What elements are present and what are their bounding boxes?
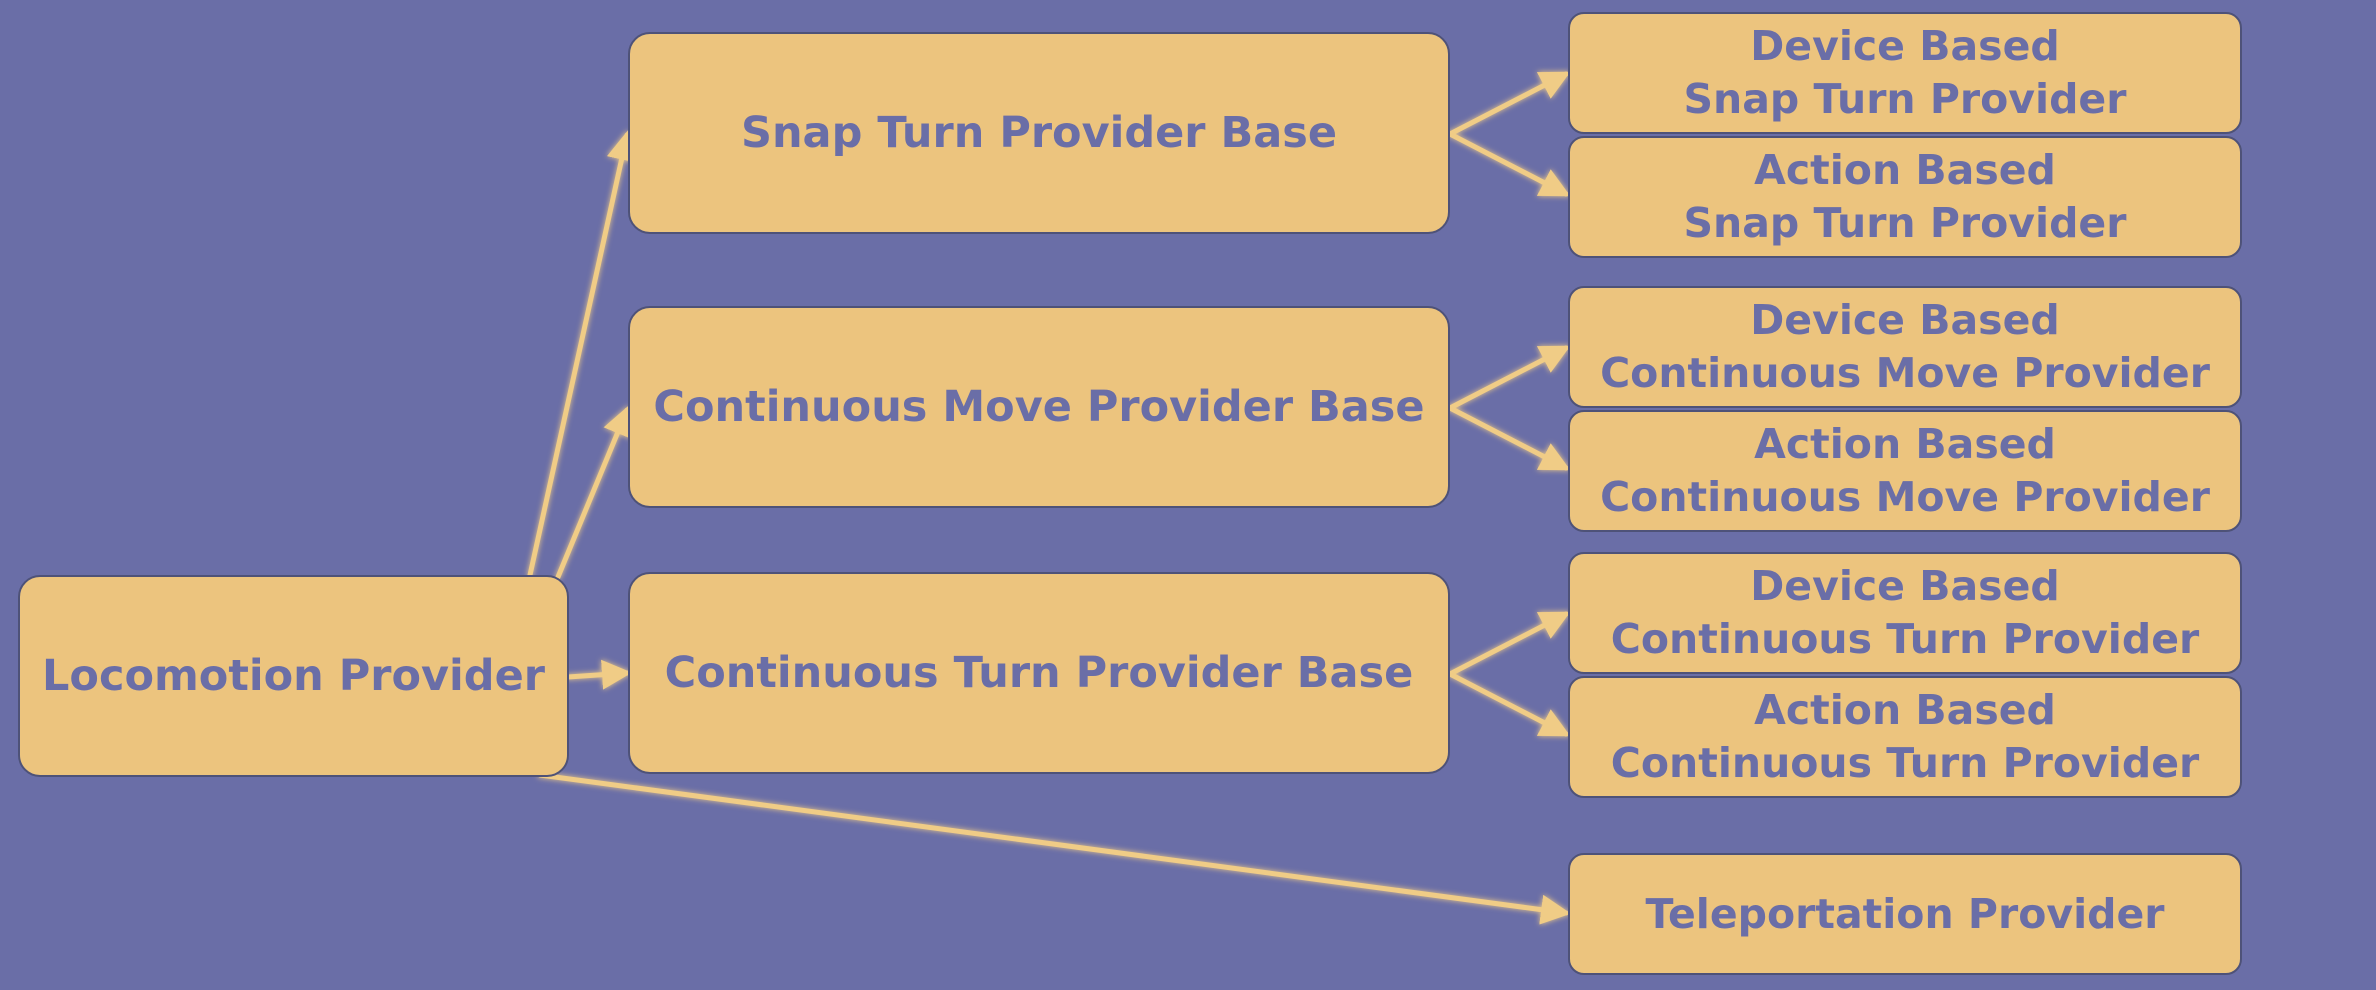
action-based-continuous-turn-line1: Action Based: [1754, 686, 2056, 734]
action-based-continuous-move-provider-box: Action Based Continuous Move Provider: [1568, 410, 2242, 532]
action-based-continuous-move-line2: Continuous Move Provider: [1600, 473, 2210, 521]
device-based-snap-turn-line1: Device Based: [1750, 22, 2060, 70]
arrow-snap-base-to-action-snap: [1447, 131, 1571, 197]
device-based-continuous-move-line1: Device Based: [1750, 296, 2060, 344]
device-based-continuous-move-line2: Continuous Move Provider: [1600, 349, 2210, 397]
snap-turn-provider-base-label: Snap Turn Provider Base: [740, 107, 1338, 158]
teleportation-provider-label: Teleportation Provider: [1645, 889, 2165, 938]
arrow-root-to-continuous-move-base: [555, 405, 632, 580]
continuous-turn-provider-base-box: Continuous Turn Provider Base: [628, 572, 1450, 774]
snap-turn-provider-base-box: Snap Turn Provider Base: [628, 32, 1450, 234]
arrow-move-base-to-device-move: [1447, 345, 1571, 411]
arrow-root-to-snap-turn-base: [527, 130, 637, 578]
arrow-move-base-to-action-move: [1447, 405, 1571, 471]
device-based-continuous-move-provider-box: Device Based Continuous Move Provider: [1568, 286, 2242, 408]
continuous-move-provider-base-label: Continuous Move Provider Base: [653, 381, 1425, 432]
locomotion-provider-label: Locomotion Provider: [42, 650, 545, 701]
device-based-continuous-turn-provider-box: Device Based Continuous Turn Provider: [1568, 552, 2242, 674]
action-based-snap-turn-provider-box: Action Based Snap Turn Provider: [1568, 136, 2242, 258]
continuous-turn-provider-base-label: Continuous Turn Provider Base: [664, 647, 1414, 698]
arrow-root-to-continuous-turn-base: [565, 659, 632, 690]
device-based-snap-turn-line2: Snap Turn Provider: [1683, 75, 2127, 123]
device-based-snap-turn-provider-box: Device Based Snap Turn Provider: [1568, 12, 2242, 134]
action-based-continuous-turn-provider-box: Action Based Continuous Turn Provider: [1568, 676, 2242, 798]
action-based-continuous-turn-line2: Continuous Turn Provider: [1610, 739, 2200, 787]
arrow-turn-base-to-action-turn: [1447, 671, 1571, 737]
action-based-continuous-move-line1: Action Based: [1754, 420, 2056, 468]
device-based-continuous-turn-line2: Continuous Turn Provider: [1610, 615, 2200, 663]
arrow-root-to-teleportation: [537, 772, 1571, 925]
action-based-snap-turn-line2: Snap Turn Provider: [1683, 199, 2127, 247]
arrow-turn-base-to-device-turn: [1447, 611, 1571, 677]
device-based-continuous-turn-line1: Device Based: [1750, 562, 2060, 610]
locomotion-provider-box: Locomotion Provider: [18, 575, 569, 777]
arrow-snap-base-to-device-snap: [1447, 71, 1571, 137]
action-based-snap-turn-line1: Action Based: [1754, 146, 2056, 194]
continuous-move-provider-base-box: Continuous Move Provider Base: [628, 306, 1450, 508]
teleportation-provider-box: Teleportation Provider: [1568, 853, 2242, 975]
